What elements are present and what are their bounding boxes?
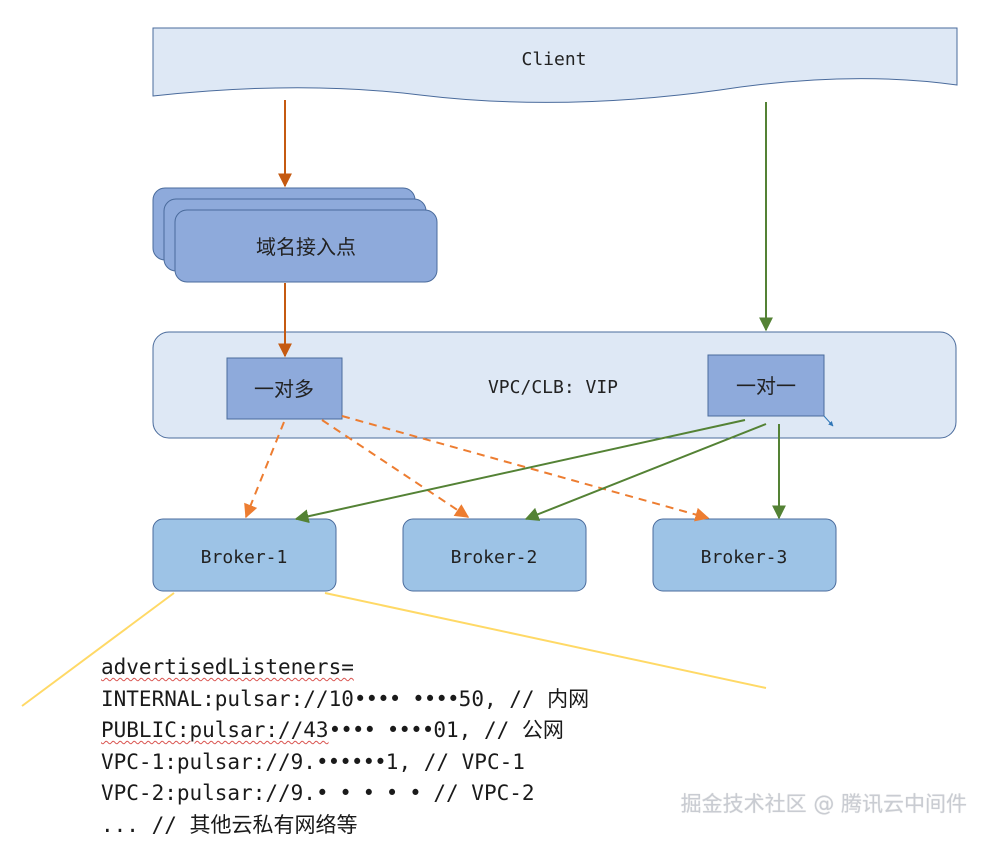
broker-1-node: Broker-1 [152, 518, 337, 592]
redacted-ip: •••• •••• [353, 686, 460, 711]
small-blue-arrow [823, 415, 834, 427]
one-to-many-node: 一对多 [226, 357, 343, 420]
broker-2-label: Broker-2 [451, 547, 538, 568]
client-label: Client [521, 49, 586, 70]
dashed-arrow-to-broker-2 [321, 419, 470, 518]
dashed-arrow-to-broker-1 [244, 421, 285, 519]
config-public: PUBLIC:pulsar://43•••• ••••01, // 公网 [101, 718, 564, 742]
one-to-one-label: 一对一 [736, 374, 796, 398]
client-node: Client [152, 27, 958, 103]
arrow-one-to-one-to-broker-1 [294, 419, 746, 524]
advertised-listeners-config: advertisedListeners= INTERNAL:pulsar://10… [101, 652, 589, 841]
domain-access-label: 域名接入点 [256, 235, 356, 259]
broker-1-label: Broker-1 [201, 547, 288, 568]
config-internal: INTERNAL:pulsar://10•••• ••••50, // 内网 [101, 686, 590, 711]
callout-line-left [21, 592, 175, 707]
redacted-ip: •••••• [315, 749, 387, 774]
one-to-one-node: 一对一 [707, 354, 825, 417]
config-header: advertisedListeners= [101, 655, 354, 679]
callout-line-right [324, 592, 767, 689]
watermark: 掘金技术社区 @ 腾讯云中间件 [680, 792, 967, 816]
broker-2-node: Broker-2 [402, 518, 587, 592]
broker-3-label: Broker-3 [701, 547, 788, 568]
redacted-ip: • • • • • [315, 781, 422, 805]
one-to-many-label: 一对多 [254, 377, 314, 401]
arrow-one-to-one-to-broker-2 [524, 423, 767, 521]
domain-access-node: 域名接入点 [152, 187, 438, 283]
config-footer: ... // 其他云私有网络等 [101, 812, 358, 837]
dashed-arrow-to-broker-3 [341, 415, 710, 522]
config-vpc-2: VPC-2:pulsar://9.• • • • • // VPC-2 [101, 781, 535, 805]
redacted-ip: •••• •••• [328, 718, 435, 742]
config-vpc-1: VPC-1:pulsar://9.••••••1, // VPC-1 [101, 749, 525, 774]
broker-3-node: Broker-3 [652, 518, 837, 592]
vpc-clb-label: VPC/CLB: VIP [488, 377, 618, 398]
